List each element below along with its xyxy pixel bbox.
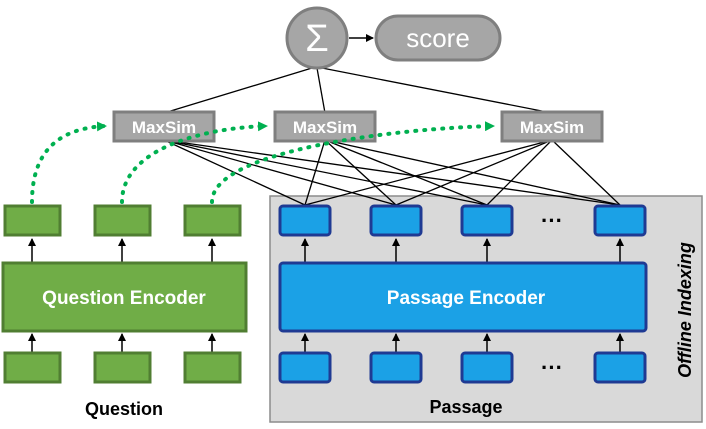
passage-input-arrows <box>301 333 624 352</box>
passage-maxsim-links <box>163 139 621 206</box>
score-label: score <box>406 23 470 53</box>
question-encoder-output-arrows <box>28 238 216 262</box>
maxsim-box-3: MaxSim <box>500 110 604 143</box>
question-token <box>183 351 242 384</box>
passage-encoder <box>278 261 648 333</box>
question-encoder-label: Question Encoder <box>42 288 206 309</box>
passage-token <box>460 351 514 384</box>
maxsim-box-2: MaxSim <box>273 110 377 143</box>
sum-node <box>285 6 349 70</box>
passage-inputs <box>278 351 647 384</box>
passage-embeddings-ellipsis: ··· <box>541 208 563 233</box>
passage-token <box>593 351 647 384</box>
maxsim-label: MaxSim <box>132 118 196 137</box>
score-pill <box>374 14 502 62</box>
question-inputs <box>3 351 242 384</box>
question-embeddings <box>3 204 242 237</box>
question-token <box>93 351 152 384</box>
question-token <box>3 351 62 384</box>
offline-indexing-label: Offline Indexing <box>675 242 695 378</box>
passage-embedding <box>278 204 332 237</box>
question-label: Question <box>85 399 163 419</box>
question-embedding <box>183 204 242 237</box>
passage-token <box>369 351 423 384</box>
passage-encoder-label: Passage Encoder <box>387 288 546 309</box>
sum-symbol: Σ <box>305 18 329 60</box>
question-encoder <box>1 261 248 333</box>
passage-embedding <box>593 204 647 237</box>
passage-label: Passage <box>429 397 502 417</box>
passage-embedding <box>369 204 423 237</box>
passage-embedding <box>460 204 514 237</box>
question-maxsim-links <box>30 121 496 204</box>
question-input-arrows <box>28 333 216 352</box>
maxsim-label: MaxSim <box>293 118 357 137</box>
maxsim-sum-links <box>163 67 553 114</box>
question-embedding <box>3 204 62 237</box>
passage-embeddings <box>278 204 647 237</box>
passage-inputs-ellipsis: ··· <box>541 355 563 380</box>
passage-token <box>278 351 332 384</box>
passage-encoder-output-arrows <box>301 238 624 262</box>
maxsim-label: MaxSim <box>520 118 584 137</box>
question-embedding <box>93 204 152 237</box>
